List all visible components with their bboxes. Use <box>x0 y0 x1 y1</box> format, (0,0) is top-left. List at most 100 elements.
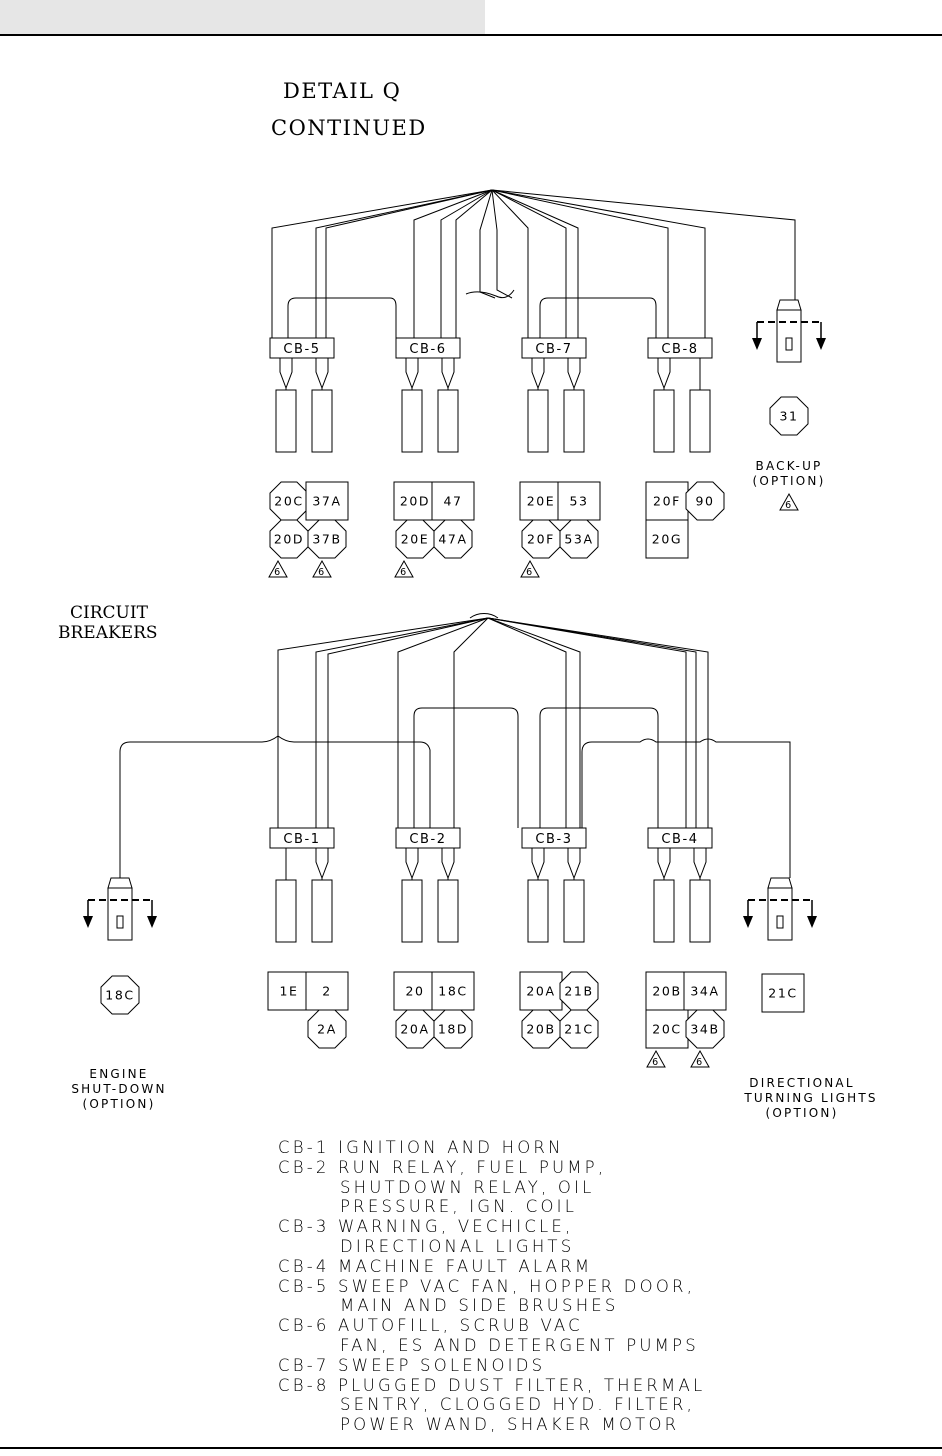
directional-wire-label-shape <box>761 973 805 1013</box>
wire-label-shape <box>433 1009 473 1049</box>
wire <box>693 848 707 880</box>
legend-line: SHUTDOWN RELAY, OIL <box>340 1177 595 1197</box>
wire-label: 34B <box>690 1022 719 1037</box>
circuit-breakers-label-line2: BREAKERS <box>58 623 158 643</box>
fuse <box>437 879 459 943</box>
legend-line: FAN, ES AND DETERGENT PUMPS <box>340 1335 699 1355</box>
wire-label: 53A <box>564 532 593 547</box>
wire <box>315 617 489 828</box>
wire <box>491 189 706 338</box>
wire-label-shape <box>645 1009 689 1049</box>
fuse <box>401 389 423 453</box>
backup-note-triangle: 6 <box>785 500 793 511</box>
fuse <box>689 389 711 453</box>
plug-pin <box>785 337 793 351</box>
engine-shutdown-label-2: SHUT-DOWN <box>71 1082 166 1096</box>
breaker-label-cb-4: CB-4 <box>661 832 698 847</box>
wire-label-shape <box>559 1009 599 1049</box>
plug-hood <box>107 877 133 889</box>
wire <box>491 189 513 299</box>
wire <box>479 189 496 299</box>
wire <box>287 297 397 338</box>
wire-label: 20C <box>274 494 303 509</box>
arrow-down-icon <box>743 916 753 928</box>
engine-shutdown-plug-icon <box>83 877 157 941</box>
detail-title: DETAIL Q <box>283 79 401 103</box>
wire-label-shape <box>267 971 311 1011</box>
wire <box>657 848 671 880</box>
fuse <box>275 879 297 943</box>
breaker-box <box>647 337 713 359</box>
wire-label: 37B <box>312 532 341 547</box>
breaker-label-cb-8: CB-8 <box>661 342 698 357</box>
fuse <box>653 389 675 453</box>
legend-line: POWER WAND, SHAKER MOTOR <box>340 1415 680 1435</box>
note-triangle: 6 <box>400 567 408 578</box>
wire-label: 20B <box>652 984 681 999</box>
note-triangle: 6 <box>696 1057 704 1068</box>
plug-pin <box>776 915 784 929</box>
wire-label-shape <box>685 481 725 521</box>
wire <box>453 617 489 828</box>
breaker-box <box>521 337 587 359</box>
wire-label-shape <box>307 519 347 559</box>
breaker-box <box>269 337 335 359</box>
wire-label: 20F <box>653 494 681 509</box>
breaker-box <box>521 827 587 849</box>
wire-label: 18D <box>438 1022 468 1037</box>
wire-label-shape <box>521 519 561 559</box>
wire <box>119 735 431 878</box>
wire-label: 20A <box>400 1022 429 1037</box>
wire <box>657 358 671 390</box>
wire-label-shape <box>519 971 563 1011</box>
legend-line: MAIN AND SIDE BRUSHES <box>340 1296 619 1316</box>
detail-subtitle: CONTINUED <box>271 116 427 140</box>
wire-label: 53 <box>569 494 588 509</box>
wire-label: 2 <box>322 984 332 999</box>
wire-label: 2A <box>317 1022 337 1037</box>
wire <box>487 617 687 828</box>
wire <box>405 358 419 390</box>
breaker-box <box>269 827 335 849</box>
directional-wire-label: 21C <box>768 986 797 1001</box>
arrow-down-icon <box>83 916 93 928</box>
wire-label: 20F <box>527 532 555 547</box>
wire-label-shape <box>431 971 475 1011</box>
breaker-box <box>647 827 713 849</box>
wire <box>539 707 659 828</box>
wire-label: 21B <box>564 984 593 999</box>
wire <box>465 289 515 299</box>
note-triangle-icon <box>646 1049 666 1068</box>
wire <box>581 738 791 878</box>
arrow-down-icon <box>752 338 762 350</box>
wire-label: 1E <box>279 984 298 999</box>
backup-wire-label: 31 <box>779 409 798 424</box>
engine-shutdown-wire-label: 18C <box>105 988 134 1003</box>
breaker-label-cb-1: CB-1 <box>283 832 320 847</box>
note-triangle: 6 <box>274 567 282 578</box>
breaker-label-cb-5: CB-5 <box>283 342 320 357</box>
wire-label-shape <box>269 519 309 559</box>
wire-label-shape <box>433 519 473 559</box>
plug-hood <box>776 299 802 311</box>
legend-line: PRESSURE, IGN. COIL <box>340 1197 578 1217</box>
wire <box>487 617 581 828</box>
legend-line: CB-7 SWEEP SOLENOIDS <box>278 1355 546 1375</box>
wire <box>491 189 579 338</box>
arrow-down-icon <box>807 916 817 928</box>
note-triangle-icon <box>312 559 332 578</box>
backup-note-triangle-icon <box>779 492 799 511</box>
legend-line: CB-6 AUTOFILL, SCRUB VAC <box>278 1316 583 1336</box>
fuse <box>527 389 549 453</box>
header-band <box>0 0 485 34</box>
legend-line: CB-4 MACHINE FAULT ALARM <box>278 1256 593 1276</box>
directional-lights-plug-icon <box>743 877 817 941</box>
wire <box>455 189 493 338</box>
fuse <box>437 389 459 453</box>
plug-body <box>107 887 133 941</box>
wire <box>539 297 657 338</box>
wire <box>487 617 567 828</box>
breaker-label-cb-6: CB-6 <box>409 342 446 357</box>
